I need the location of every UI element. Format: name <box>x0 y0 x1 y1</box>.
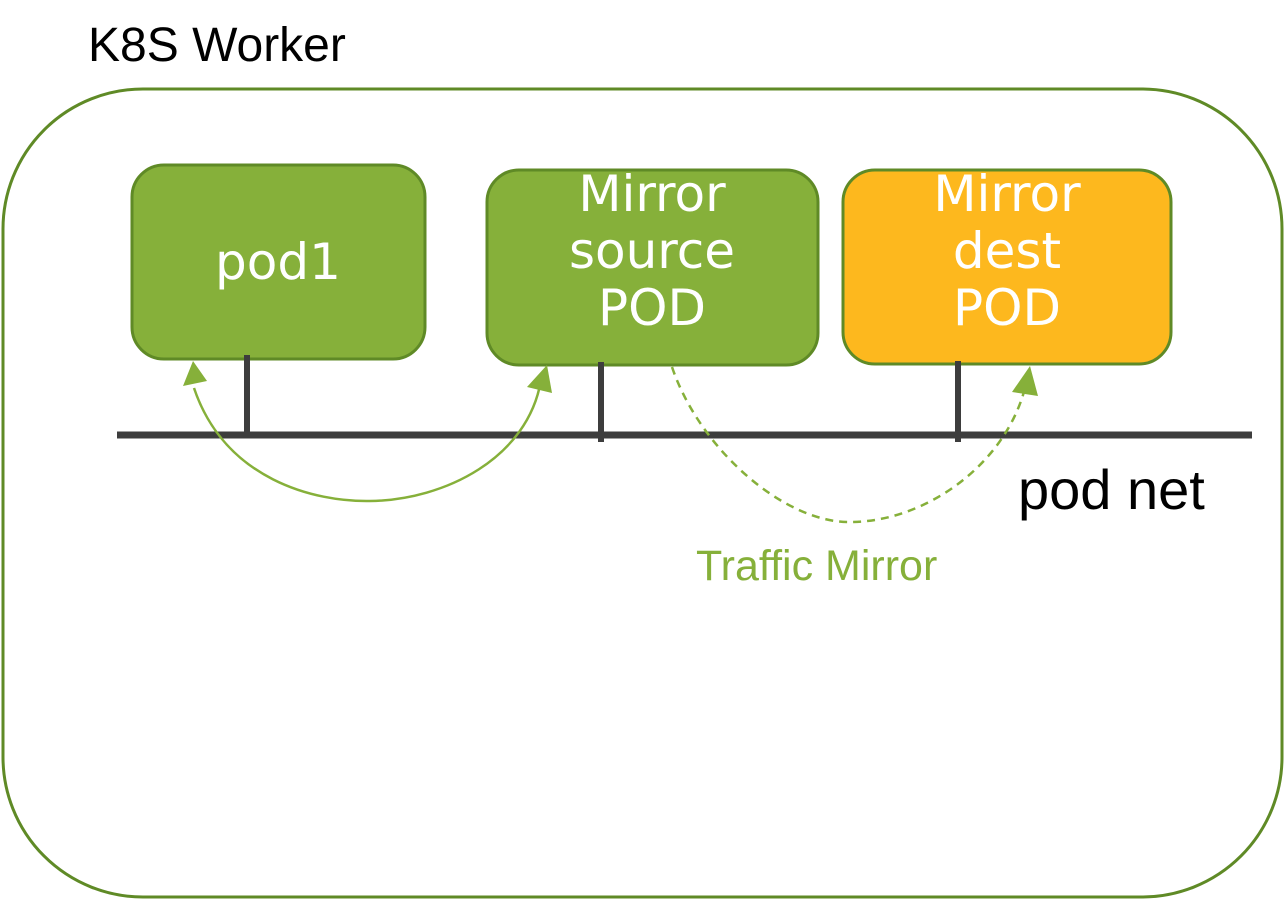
worker-node-boundary <box>1 87 1284 899</box>
mirror-source-pod-box[interactable] <box>485 168 820 367</box>
pod1-arrowhead <box>183 361 207 386</box>
mirror-source-label-line-3: POD <box>597 279 707 337</box>
mirror-source-label-line-1: Mirror <box>578 165 726 223</box>
mirror-dest-pod-box[interactable] <box>841 168 1173 366</box>
mirror-dest-label-line-1: Mirror <box>933 165 1081 223</box>
mirror-source-label: Mirror source POD <box>569 166 735 337</box>
mirror-dest-label-line-3: POD <box>952 279 1062 337</box>
pod-network-label: pod net <box>1018 458 1205 521</box>
mirror-dest-label-line-2: dest <box>952 222 1062 280</box>
pod1-label-line: pod1 <box>215 233 341 291</box>
mirror-dest-arrowhead <box>1012 366 1038 396</box>
traffic-mirror-label: Traffic Mirror <box>696 542 938 590</box>
mirror-source-label-line-2: source <box>568 222 736 280</box>
pod1-label: pod1 <box>215 234 341 291</box>
pod-traffic-arc <box>192 379 543 503</box>
traffic-mirror-arc <box>670 366 1027 524</box>
worker-title: K8S Worker <box>88 19 346 72</box>
pod1-box[interactable] <box>130 163 427 361</box>
mirror-source-arrowhead <box>527 365 552 393</box>
mirror-dest-label: Mirror dest POD <box>933 166 1080 337</box>
